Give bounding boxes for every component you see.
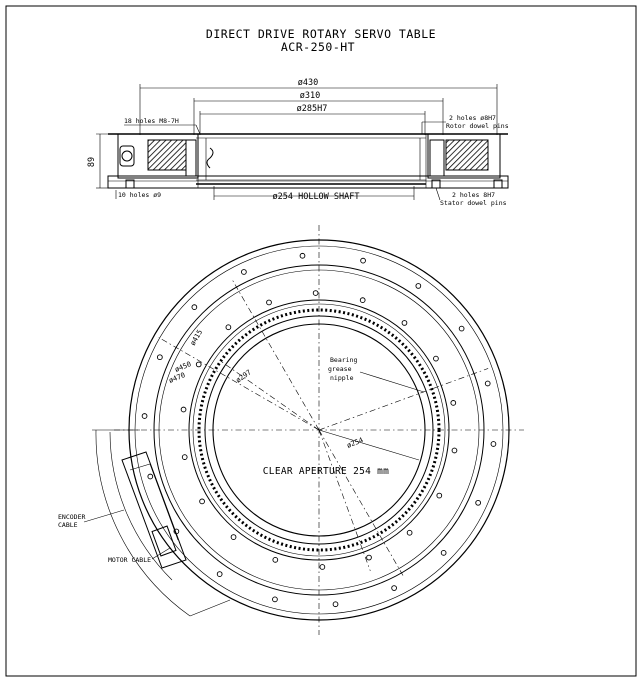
inner-bolt-hole <box>199 498 205 505</box>
inner-bolt-hole <box>230 534 237 540</box>
title-line-2: ACR-250-HT <box>281 40 355 54</box>
dim-254-label: ø254 <box>346 436 365 450</box>
dim-310-label: ø310 <box>300 91 320 101</box>
radial-line-right <box>318 368 489 431</box>
dim-arc-outer <box>95 429 191 617</box>
ring-rotor-2 <box>192 303 446 557</box>
outer-bolt-hole <box>141 413 148 419</box>
encoder-cable-label-2: CABLE <box>58 521 78 529</box>
inner-bolt-hole <box>366 554 372 561</box>
note-10-holes: 10 holes ø9 <box>118 191 161 199</box>
outer-bolt-hole <box>440 549 447 556</box>
right-motor-winding <box>445 139 489 171</box>
encoder-housing <box>121 451 187 569</box>
inner-bolt-hole <box>195 361 202 368</box>
title-line-1: DIRECT DRIVE ROTARY SERVO TABLE <box>206 27 436 41</box>
outer-bolt-hole <box>147 473 154 480</box>
outer-bolt-hole <box>299 252 306 259</box>
outer-bolt-hole <box>360 257 366 264</box>
encoder-housing-inner <box>129 463 179 541</box>
motor-connector <box>151 525 177 557</box>
inner-bolt-hole <box>401 320 408 326</box>
bearing-note-1: Bearing <box>330 356 357 364</box>
inner-bolt-hole <box>266 299 272 306</box>
radial-line-450 <box>158 337 320 431</box>
section-view: ø430 ø310 ø285H7 <box>87 78 509 207</box>
inner-bolt-hole <box>181 454 188 460</box>
dim-297-label: ø297 <box>234 368 252 384</box>
clear-aperture-label: CLEAR APERTURE 254 mm <box>263 466 389 477</box>
note-stator-dowel-2: Stator dowel pins <box>440 199 507 207</box>
outer-bolt-hole <box>332 601 339 608</box>
drawing-frame <box>5 5 637 677</box>
outer-bolt-hole <box>241 269 247 275</box>
outer-bolt-hole <box>458 325 465 332</box>
dim-415-label: ø415 <box>189 328 204 347</box>
inner-bolt-hole <box>225 324 232 331</box>
dim-arc-end <box>189 599 231 617</box>
inner-bolt-hole <box>433 355 439 362</box>
outer-bolt-hole <box>272 596 278 603</box>
inner-bolt-hole <box>272 556 279 563</box>
note-rotor-dowel-1: 2 holes ø8H7 <box>449 114 496 122</box>
plan-view: ø415 ø450 ø470 ø297 ø254 Bearing grease … <box>58 225 524 635</box>
inner-bolt-hole <box>450 400 457 406</box>
inner-bolt-hole <box>359 297 366 304</box>
outer-bolt-hole <box>191 304 198 311</box>
note-rotor-dowel-2: Rotor dowel pins <box>446 122 509 130</box>
bearing-note-2: grease <box>328 365 352 373</box>
dim-arc-inner <box>109 431 173 581</box>
dim-470-label: ø470 <box>168 371 187 385</box>
dim-285-label: ø285H7 <box>297 104 328 114</box>
motor-cable-label: MOTOR CABLE <box>108 556 151 564</box>
dim-254-hollow-label: ø254 HOLLOW SHAFT <box>273 192 360 202</box>
dim-430-label: ø430 <box>298 78 318 88</box>
radial-line-297 <box>220 360 320 431</box>
inner-bolt-hole <box>451 447 458 454</box>
inner-bolt-hole <box>436 492 443 499</box>
outer-bolt-hole <box>216 571 223 577</box>
encoder-cable-label-1: ENCODER <box>58 513 85 521</box>
outer-bolt-hole <box>415 283 422 289</box>
radial-line-lower <box>318 429 405 578</box>
outer-bolt-hole <box>484 380 491 387</box>
outer-bolt-hole <box>490 441 497 447</box>
bearing-note-3: nipple <box>330 374 354 382</box>
note-stator-dowel-1: 2 holes 8H7 <box>452 191 495 199</box>
dim-89-label: 89 <box>87 157 97 167</box>
ring-rotor-outer <box>188 299 450 561</box>
radial-line-415 <box>231 278 320 431</box>
outer-bolt-hole <box>475 499 481 506</box>
inner-bolt-hole <box>312 290 319 296</box>
outer-bolt-hole <box>391 585 397 591</box>
note-18-holes: 18 holes M8-7H <box>124 117 179 125</box>
outer-bolt-hole <box>157 354 163 361</box>
inner-bolt-hole <box>406 529 413 536</box>
radial-line-lower-2 <box>318 429 371 572</box>
dim-254-line <box>318 429 420 461</box>
inner-bolt-hole <box>180 406 187 413</box>
left-motor-winding <box>147 139 187 171</box>
plan-view-geometry <box>92 225 524 635</box>
inner-bolt-hole <box>319 564 326 570</box>
